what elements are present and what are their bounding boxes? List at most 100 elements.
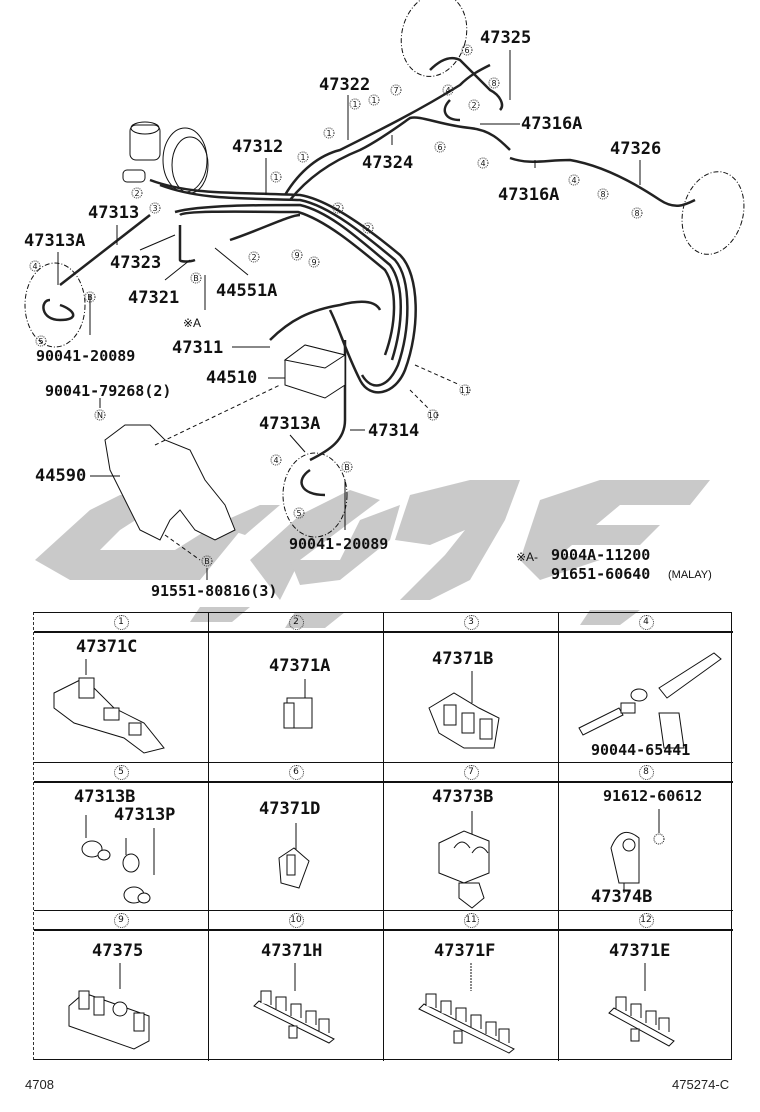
svg-text:6: 6 [437,143,442,152]
svg-text:8: 8 [491,79,496,88]
svg-text:4: 4 [445,86,450,95]
svg-text:B: B [87,293,93,302]
svg-text:6: 6 [464,46,469,55]
clip-47371A-icon [283,679,313,729]
part-label-47371H[interactable]: 47371H [261,941,323,961]
part-callout-47322[interactable]: 47322 [319,75,371,95]
table-header-1: 1 [34,613,209,633]
table-cell-11: 47371F [384,931,559,1061]
clip-47313-icon [81,815,155,904]
clip-47374B-icon [610,809,665,893]
part-callout-47321[interactable]: 47321 [128,288,180,308]
svg-text:1: 1 [273,173,278,182]
svg-text:9: 9 [294,251,299,260]
note-a-suffix: (MALAY) [668,569,712,581]
svg-text:8: 8 [634,209,639,218]
part-callout-47324[interactable]: 47324 [362,153,414,173]
part-label-47371E[interactable]: 47371E [609,941,671,961]
svg-text:B: B [193,274,199,283]
table-header-8: 8 [559,763,733,783]
part-callout-47326[interactable]: 47326 [610,139,662,159]
table-header-4: 4 [559,613,733,633]
drawing-number: 475274-C [672,1077,730,1092]
table-header-6: 6 [209,763,384,783]
svg-text:1: 1 [300,153,305,162]
part-label-47371D[interactable]: 47371D [259,799,321,819]
part-callout-47313A[interactable]: 47313A [24,231,86,251]
part-callout-44590[interactable]: 44590 [35,466,87,486]
svg-text:2: 2 [335,204,340,213]
svg-text:2: 2 [365,224,370,233]
part-label-47371F[interactable]: 47371F [434,941,496,961]
table-header-5: 5 [34,763,209,783]
part-callout-47312[interactable]: 47312 [232,137,284,157]
part-label-90044-65441[interactable]: 90044-65441 [591,741,691,759]
svg-text:1: 1 [352,100,357,109]
part-label-47371B[interactable]: 47371B [432,649,494,669]
svg-text:3: 3 [152,204,157,213]
clip-90044-65441-icon [578,652,722,753]
part-callout-90041-79268[interactable]: 90041-79268(2) [45,382,172,400]
clip-47371B-icon [428,671,500,749]
table-cell-9: 47375 [34,931,209,1061]
part-label-47313B[interactable]: 47313B [74,787,136,807]
part-label-47371C[interactable]: 47371C [76,637,138,657]
note-a-part-1[interactable]: 9004A-11200 [551,546,651,564]
part-label-91612-60612[interactable]: 91612-60612 [603,787,703,805]
clip-47371C-icon [53,659,165,754]
part-callout-47313[interactable]: 47313 [88,203,140,223]
part-callout-44510[interactable]: 44510 [206,368,258,388]
svg-text:N: N [97,411,103,420]
part-callout-90041-20089-2[interactable]: 90041-20089 [289,535,389,553]
table-cell-5: 47313B 47313P [34,783,209,911]
svg-text:11: 11 [460,386,470,395]
table-cell-10: 47371H [209,931,384,1061]
table-header-3: 3 [384,613,559,633]
clip-47371E-icon [608,963,675,1047]
part-callout-47323[interactable]: 47323 [110,253,162,273]
part-callout-44551A[interactable]: 44551A [216,281,278,301]
table-cell-6: 47371D [209,783,384,911]
svg-text:5: 5 [38,337,43,346]
svg-text:B: B [204,557,210,566]
table-header-11: 11 [384,911,559,931]
table-header-7: 7 [384,763,559,783]
note-a-part-2[interactable]: 91651-60640 [551,565,651,583]
svg-text:8: 8 [600,190,605,199]
svg-text:2: 2 [251,253,256,262]
part-callout-47311[interactable]: 47311 [172,338,224,358]
table-cell-8: 91612-60612 47374B [559,783,733,911]
svg-text:5: 5 [296,509,301,518]
part-label-47373B[interactable]: 47373B [432,787,494,807]
part-callout-47313A-2[interactable]: 47313A [259,414,321,434]
svg-text:2: 2 [134,189,139,198]
table-cell-3: 47371B [384,633,559,763]
svg-text:4: 4 [480,159,485,168]
part-callout-90041-20089[interactable]: 90041-20089 [36,347,136,365]
clip-47371H-icon [253,963,335,1044]
part-label-47313P[interactable]: 47313P [114,805,176,825]
table-cell-2: 47371A [209,633,384,763]
table-cell-4: 90044-65441 [559,633,733,763]
table-cell-12: 47371E [559,931,733,1061]
table-header-2: 2 [209,613,384,633]
part-callout-47316A-2[interactable]: 47316A [498,185,560,205]
part-callout-91551-80816[interactable]: 91551-80816(3) [151,582,278,600]
table-header-9: 9 [34,911,209,931]
svg-text:1: 1 [326,129,331,138]
svg-text:2: 2 [471,101,476,110]
note-a-marker: ※A- [516,550,539,564]
part-callout-47316A[interactable]: 47316A [521,114,583,134]
svg-text:B: B [344,463,350,472]
page-code: 4708 [25,1077,54,1092]
svg-text:10: 10 [428,411,438,420]
part-label-47371A[interactable]: 47371A [269,656,331,676]
part-label-47374B[interactable]: 47374B [591,887,653,907]
part-callout-47325[interactable]: 47325 [480,28,532,48]
ref-marker-a: ※A [183,316,202,330]
svg-text:1: 1 [371,96,376,105]
part-label-47375[interactable]: 47375 [92,941,144,961]
svg-text:4: 4 [571,176,576,185]
part-callout-47314[interactable]: 47314 [368,421,420,441]
